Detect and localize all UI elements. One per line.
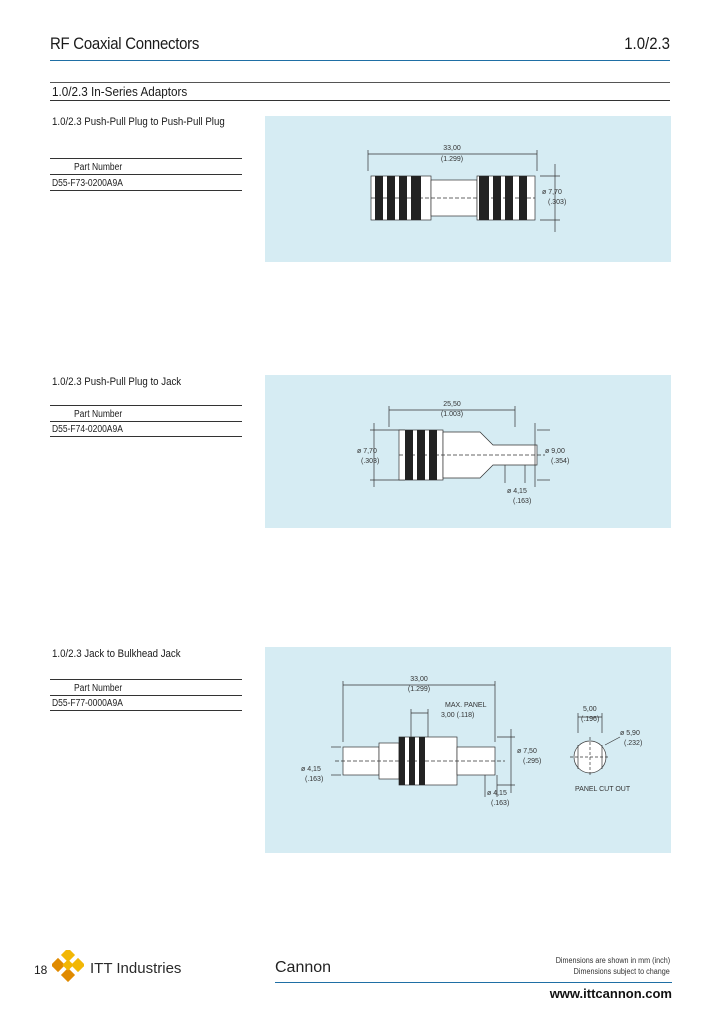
dia-bot-mm: ø 4,15 xyxy=(487,790,507,797)
dia-right-mm: ø 9,00 xyxy=(545,448,565,455)
panel-mm: 3,00 (.118) xyxy=(441,712,474,719)
product-title: 1.0/2.3 Jack to Bulkhead Jack xyxy=(52,648,181,660)
part-number[interactable]: D55-F77-0000A9A xyxy=(52,698,123,709)
page-number: 18 xyxy=(34,963,48,977)
length-in: (1.299) xyxy=(408,686,430,693)
length-mm: 33,00 xyxy=(443,145,461,152)
table-rule xyxy=(50,679,242,680)
connector-drawing-plug-plug: 33,00 (1.299) ø 7,70 (.303) xyxy=(367,145,566,232)
part-number-header: Part Number xyxy=(74,409,123,420)
itt-logo-icon xyxy=(50,947,86,983)
website-link[interactable]: www.ittcannon.com xyxy=(549,986,672,1001)
cut-d-mm: ø 5,90 xyxy=(620,730,640,737)
dia-right-in: (.354) xyxy=(551,458,569,465)
dia-bot-in: (.163) xyxy=(491,800,509,807)
itt-logo-icon-graphic xyxy=(50,947,86,983)
dia-left-mm: ø 7,70 xyxy=(357,448,377,455)
length-mm: 25,50 xyxy=(443,401,461,408)
table-rule xyxy=(50,436,242,437)
dia-left-in: (.163) xyxy=(305,776,323,783)
table-rule xyxy=(50,174,242,175)
product-title: 1.0/2.3 Push-Pull Plug to Push-Pull Plug xyxy=(52,116,225,128)
cut-label: PANEL CUT OUT xyxy=(575,786,631,793)
section-title: 1.0/2.3 In-Series Adaptors xyxy=(52,84,188,99)
table-rule xyxy=(50,421,242,422)
section-rule-top xyxy=(50,82,670,83)
cut-d-in: (.232) xyxy=(624,740,642,747)
part-number[interactable]: D55-F73-0200A9A xyxy=(52,178,123,189)
table-rule xyxy=(50,695,242,696)
dia-left-mm: ø 4,15 xyxy=(301,766,321,773)
length-in: (1.003) xyxy=(441,411,463,418)
table-rule xyxy=(50,710,242,711)
table-rule xyxy=(50,158,242,159)
dia-bottom-mm: ø 4,15 xyxy=(507,488,527,495)
dia-mm: ø 7,70 xyxy=(542,189,562,196)
product-title: 1.0/2.3 Push-Pull Plug to Jack xyxy=(52,376,182,388)
dia-bottom-in: (.163) xyxy=(513,498,531,505)
connector-drawing-plug-jack: 25,50 (1.003) ø 7,70 (.303) ø 9,00 (.354… xyxy=(357,401,569,505)
series-code: 1.0/2.3 xyxy=(624,34,670,53)
dia-mid-mm: ø 7,50 xyxy=(517,748,537,755)
drawing-panel: 33,00 (1.299) ø 7,70 (.303) xyxy=(265,116,671,262)
length-in: (1.299) xyxy=(441,156,463,163)
cut-w-in: (.196) xyxy=(581,716,599,723)
part-number-header: Part Number xyxy=(74,683,123,694)
page-title: RF Coaxial Connectors xyxy=(50,34,200,53)
header-rule xyxy=(50,60,670,61)
change-note: Dimensions subject to change xyxy=(573,967,670,976)
length-mm: 33,00 xyxy=(410,676,428,683)
dia-mid-in: (.295) xyxy=(523,758,541,765)
drawing-panel: 25,50 (1.003) ø 7,70 (.303) ø 9,00 (.354… xyxy=(265,375,671,528)
connector-drawing-jack-bulkhead: 33,00 (1.299) MAX. PANEL 3,00 (.118) ø 4… xyxy=(301,676,642,807)
table-rule xyxy=(50,405,242,406)
panel-label: MAX. PANEL xyxy=(445,702,487,709)
brand-name: Cannon xyxy=(275,959,332,976)
dimension-note: Dimensions are shown in mm (inch) xyxy=(555,956,670,965)
table-rule xyxy=(50,190,242,191)
section-rule-bottom xyxy=(50,100,670,101)
drawing-panel: 33,00 (1.299) MAX. PANEL 3,00 (.118) ø 4… xyxy=(265,647,671,853)
part-number[interactable]: D55-F74-0200A9A xyxy=(52,424,123,435)
dia-left-in: (.303) xyxy=(361,458,379,465)
part-number-header: Part Number xyxy=(74,162,123,173)
dia-in: (.303) xyxy=(548,199,566,206)
company-name: ITT Industries xyxy=(90,960,182,977)
footer-rule xyxy=(275,982,672,983)
cut-w-mm: 5,00 xyxy=(583,706,597,713)
